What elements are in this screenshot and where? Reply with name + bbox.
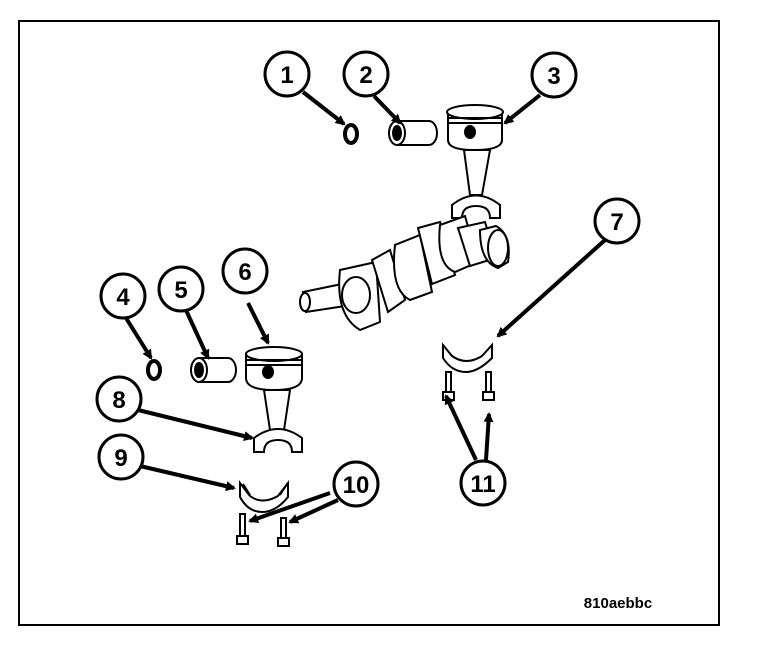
callout-2: 2 (342, 50, 390, 98)
svg-text:5: 5 (174, 277, 187, 304)
svg-text:4: 4 (116, 284, 130, 311)
piston-pin-upper (388, 120, 438, 146)
callout-5: 5 (157, 265, 205, 313)
piston-rod-lower (245, 346, 303, 453)
callout-4: 4 (99, 272, 147, 320)
piston-pin-lower (190, 357, 237, 383)
svg-text:8: 8 (112, 387, 125, 414)
rod-cap-bolts-lower (236, 513, 290, 547)
figure-reference-code: 810aebbc (584, 595, 652, 612)
callout-3: 3 (530, 51, 578, 99)
svg-text:3: 3 (547, 63, 560, 90)
piston-rod-upper (446, 104, 504, 219)
callout-7: 7 (593, 197, 641, 245)
rod-cap-right (442, 342, 493, 374)
svg-text:6: 6 (238, 259, 251, 286)
crankshaft (299, 214, 510, 332)
svg-text:11: 11 (470, 471, 495, 498)
leader-arrows (124, 90, 607, 524)
svg-text:10: 10 (343, 472, 370, 499)
snap-ring-upper (343, 123, 359, 145)
callout-10: 10 (332, 460, 380, 508)
callout-8: 8 (95, 375, 143, 423)
callout-6: 6 (221, 247, 269, 295)
callout-1: 1 (263, 50, 311, 98)
callout-11: 11 (459, 459, 507, 507)
snap-ring-lower (146, 359, 162, 381)
svg-text:7: 7 (610, 209, 623, 236)
svg-text:2: 2 (359, 62, 372, 89)
callout-9: 9 (97, 433, 145, 481)
svg-text:9: 9 (114, 445, 127, 472)
svg-text:1: 1 (280, 62, 293, 89)
rod-cap-lower (239, 480, 289, 514)
